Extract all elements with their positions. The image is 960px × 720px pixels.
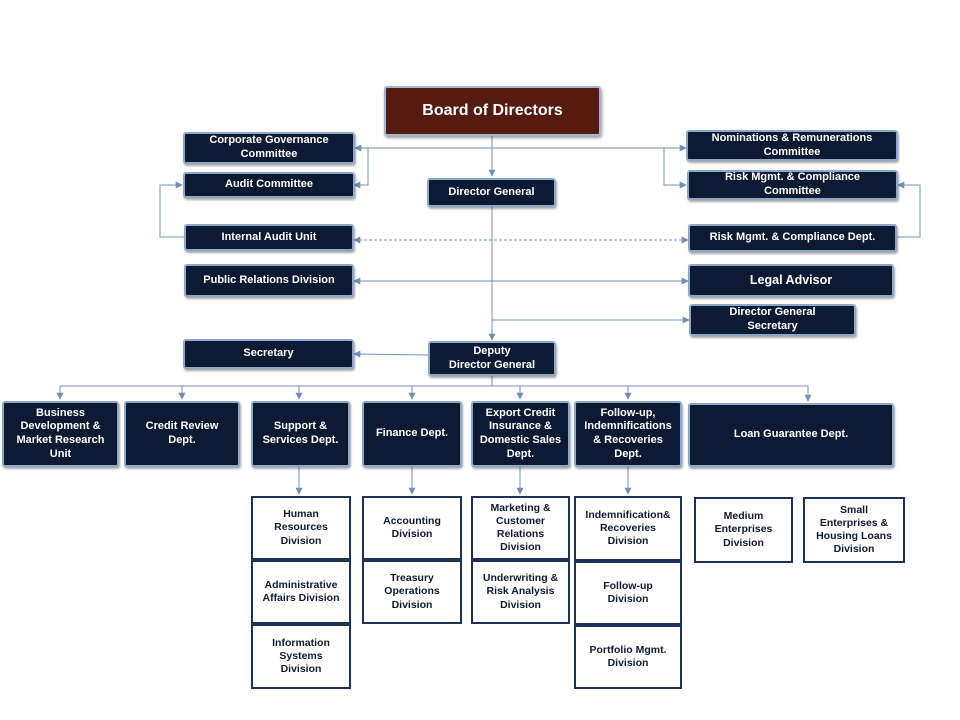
information-systems-division: Information Systems Division [251, 624, 351, 689]
risk-compliance-committee: Risk Mgmt. & Compliance Committee [687, 170, 898, 200]
export-credit-dept: Export Credit Insurance & Domestic Sales… [471, 401, 570, 467]
legal-advisor: Legal Advisor [688, 264, 894, 297]
follow-up-division: Follow-up Division [574, 561, 682, 625]
credit-review-dept: Credit Review Dept. [124, 401, 240, 467]
small-enterprises-housing-loans-division: Small Enterprises & Housing Loans Divisi… [803, 497, 905, 563]
portfolio-management-division: Portfolio Mgmt. Division [574, 625, 682, 689]
business-development-unit: Business Development & Market Research U… [2, 401, 119, 467]
human-resources-division: Human Resources Division [251, 496, 351, 560]
administrative-affairs-division: Administrative Affairs Division [251, 560, 351, 624]
finance-dept: Finance Dept. [362, 401, 462, 467]
support-services-dept: Support & Services Dept. [251, 401, 350, 467]
audit-committee: Audit Committee [183, 172, 355, 198]
director-general: Director General [427, 178, 556, 207]
risk-compliance-dept: Risk Mgmt. & Compliance Dept. [688, 224, 897, 252]
follow-up-recoveries-dept: Follow-up, Indemnifications & Recoveries… [574, 401, 682, 467]
corporate-governance-committee: Corporate Governance Committee [183, 132, 355, 164]
nominations-committee: Nominations & Remunerations Committee [686, 130, 898, 161]
public-relations-division: Public Relations Division [184, 264, 354, 297]
treasury-operations-division: Treasury Operations Division [362, 560, 462, 624]
underwriting-risk-analysis-division: Underwriting & Risk Analysis Division [471, 560, 570, 624]
board-of-directors: Board of Directors [384, 86, 601, 136]
indemnification-recoveries-division: Indemnification& Recoveries Division [574, 496, 682, 561]
accounting-division: Accounting Division [362, 496, 462, 560]
internal-audit-unit: Internal Audit Unit [184, 224, 354, 251]
medium-enterprises-division: Medium Enterprises Division [694, 497, 793, 563]
marketing-customer-relations-division: Marketing & Customer Relations Division [471, 496, 570, 560]
director-general-secretary: Director General Secretary [689, 304, 856, 336]
secretary: Secretary [183, 339, 354, 369]
loan-guarantee-dept: Loan Guarantee Dept. [688, 403, 894, 467]
deputy-director-general: Deputy Director General [428, 341, 556, 376]
